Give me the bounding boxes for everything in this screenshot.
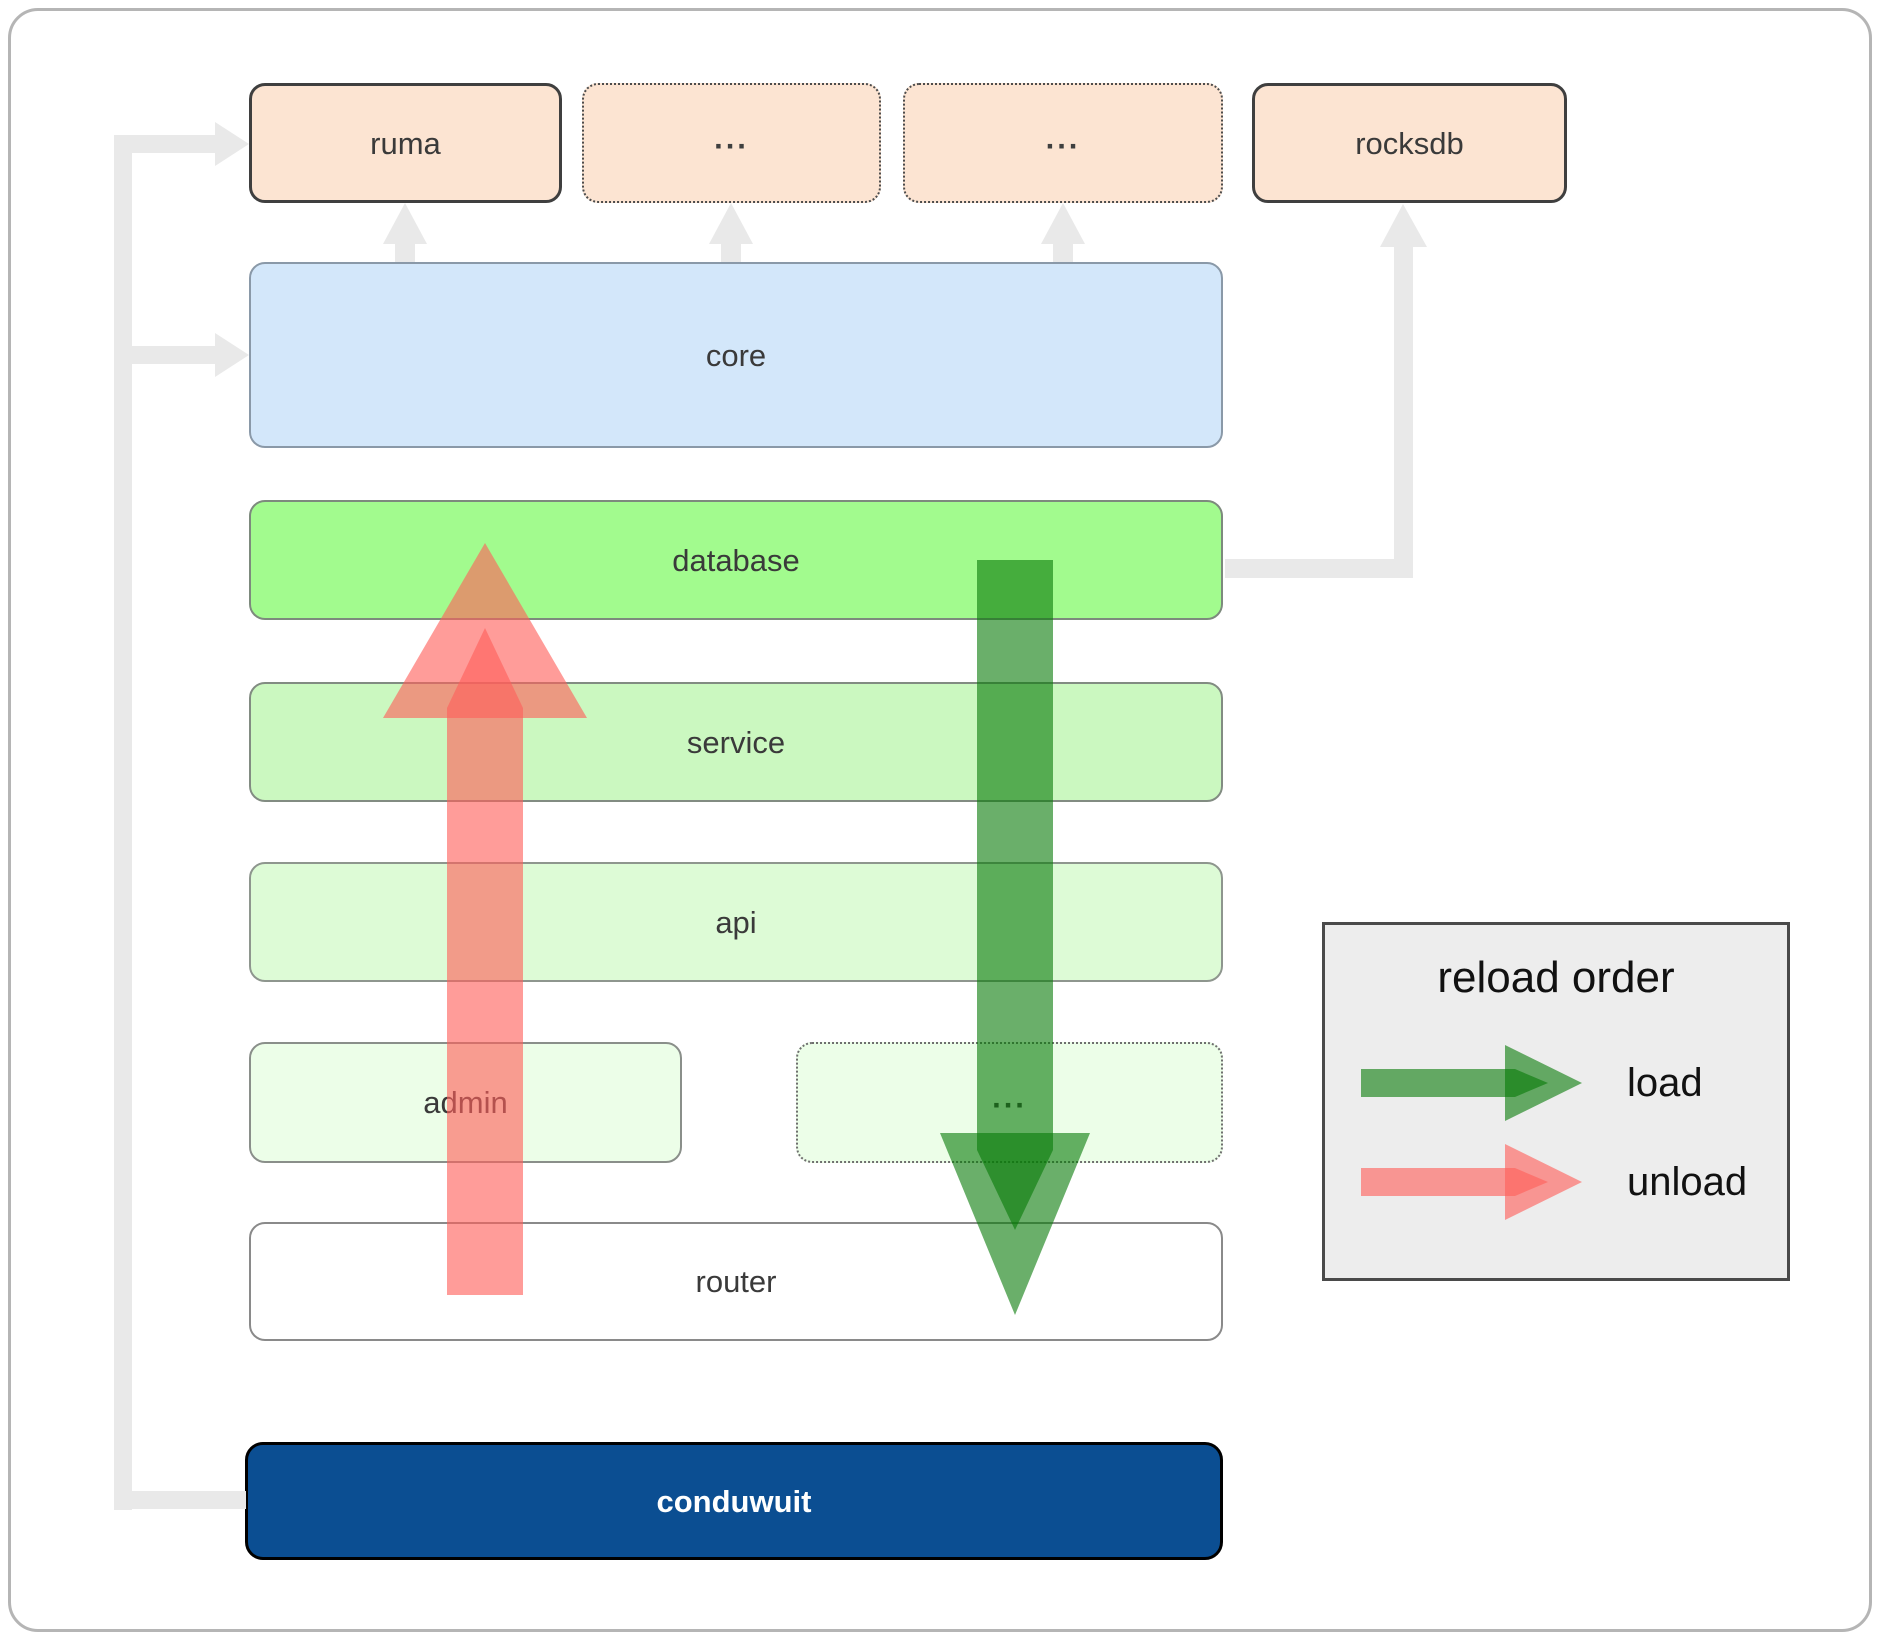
- node-conduwuit-label: conduwuit: [656, 1483, 812, 1519]
- node-conduwuit: conduwuit: [245, 1442, 1223, 1560]
- node-rocksdb: rocksdb: [1252, 83, 1567, 203]
- load-arrow-icon: [1361, 1045, 1582, 1121]
- node-router: router: [249, 1222, 1223, 1341]
- legend: reload order load unload: [1322, 922, 1790, 1281]
- diagram-frame: [8, 8, 1872, 1632]
- node-ellipsis-1-label: ...: [714, 119, 749, 155]
- node-api-label: api: [715, 904, 757, 940]
- node-ellipsis-2: ...: [903, 83, 1223, 203]
- node-ellipsis-3: ...: [796, 1042, 1223, 1163]
- node-ellipsis-3-label: ...: [992, 1079, 1027, 1115]
- node-database: database: [249, 500, 1223, 620]
- legend-title: reload order: [1437, 953, 1675, 1002]
- node-api: api: [249, 862, 1223, 982]
- node-ruma-label: ruma: [370, 125, 441, 161]
- node-service-label: service: [686, 724, 786, 760]
- node-database-label: database: [672, 542, 800, 578]
- node-ellipsis-2-label: ...: [1045, 119, 1081, 155]
- unload-arrow-icon: [1361, 1144, 1582, 1220]
- node-core: core: [249, 262, 1223, 448]
- node-core-label: core: [705, 337, 767, 373]
- node-admin-label: admin: [423, 1085, 508, 1120]
- legend-load-label: load: [1627, 1060, 1703, 1105]
- node-rocksdb-label: rocksdb: [1355, 125, 1464, 161]
- node-ellipsis-1: ...: [582, 83, 881, 203]
- node-router-label: router: [695, 1264, 777, 1299]
- node-service: service: [249, 682, 1223, 802]
- node-ruma: ruma: [249, 83, 562, 203]
- legend-unload-label: unload: [1627, 1159, 1748, 1204]
- node-admin: admin: [249, 1042, 682, 1163]
